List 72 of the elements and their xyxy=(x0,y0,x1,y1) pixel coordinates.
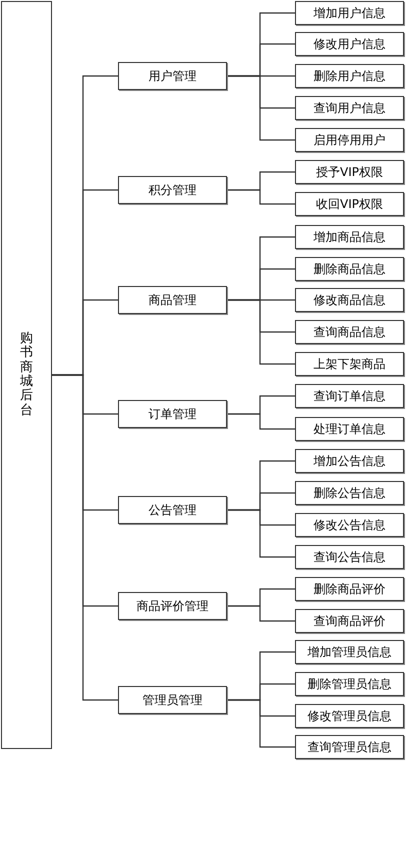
function-box xyxy=(295,545,404,569)
function-box xyxy=(295,384,404,408)
connector-line xyxy=(227,299,295,365)
node-label: 删除商品信息 xyxy=(314,261,386,278)
function-box xyxy=(295,449,404,473)
connector-line xyxy=(52,374,118,701)
function-box xyxy=(295,513,404,537)
module-box xyxy=(118,686,227,714)
module-box xyxy=(118,400,227,428)
node-label: 查询商品评价 xyxy=(314,613,386,630)
function-box xyxy=(295,735,404,759)
node-label: 商品管理 xyxy=(148,292,196,309)
connector-line xyxy=(227,605,295,622)
node-label: 删除管理员信息 xyxy=(308,676,392,693)
function-box xyxy=(295,577,404,601)
function-box xyxy=(295,192,404,216)
node-label: 修改商品信息 xyxy=(314,292,386,309)
node-label: 商品评价管理 xyxy=(136,598,208,615)
module-box xyxy=(118,592,227,620)
node-label: 查询管理员信息 xyxy=(308,739,392,756)
node-label: 增加商品信息 xyxy=(314,229,386,246)
node-label: 管理员管理 xyxy=(142,692,202,709)
function-box xyxy=(295,704,404,728)
node-label: 购书商城后台 xyxy=(20,332,33,418)
node-label: 处理订单信息 xyxy=(314,421,386,438)
node-label: 增加管理员信息 xyxy=(308,644,392,661)
connector-line xyxy=(227,75,295,141)
module-box xyxy=(118,496,227,524)
connector-line xyxy=(227,699,295,748)
connector-line xyxy=(227,509,295,558)
root-box xyxy=(1,1,52,749)
node-label: 查询商品信息 xyxy=(314,324,386,341)
function-box xyxy=(295,257,404,281)
function-box xyxy=(295,128,404,152)
node-label: 公告管理 xyxy=(148,502,196,519)
function-box xyxy=(295,1,404,25)
connector-line xyxy=(227,189,295,205)
node-label: 删除商品评价 xyxy=(314,581,386,598)
function-box xyxy=(295,160,404,184)
node-label: 用户管理 xyxy=(148,68,196,85)
node-label: 修改管理员信息 xyxy=(308,708,392,725)
node-label: 删除公告信息 xyxy=(314,485,386,502)
function-box xyxy=(295,352,404,376)
node-label: 修改用户信息 xyxy=(314,36,386,53)
node-label: 查询公告信息 xyxy=(314,549,386,566)
node-label: 增加公告信息 xyxy=(314,453,386,470)
node-label: 收回VIP权限 xyxy=(316,196,383,213)
module-box xyxy=(118,176,227,204)
function-box xyxy=(295,609,404,633)
node-label: 启用停用用户 xyxy=(314,132,386,149)
node-label: 增加用户信息 xyxy=(314,5,386,22)
function-box xyxy=(295,96,404,120)
module-box xyxy=(118,286,227,314)
function-box xyxy=(295,288,404,312)
module-box xyxy=(118,62,227,90)
node-label: 查询订单信息 xyxy=(314,388,386,405)
function-box xyxy=(295,481,404,505)
node-label: 修改公告信息 xyxy=(314,517,386,534)
node-label: 积分管理 xyxy=(148,182,196,199)
node-label: 查询用户信息 xyxy=(314,100,386,117)
function-box xyxy=(295,417,404,441)
node-label: 订单管理 xyxy=(148,406,196,423)
connector-line xyxy=(227,413,295,430)
function-box xyxy=(295,640,404,664)
node-label: 删除用户信息 xyxy=(314,68,386,85)
function-box xyxy=(295,320,404,344)
node-label: 上架下架商品 xyxy=(314,356,386,373)
function-box xyxy=(295,64,404,88)
function-box xyxy=(295,225,404,249)
function-box xyxy=(295,32,404,56)
node-label: 授予VIP权限 xyxy=(316,164,383,181)
function-box xyxy=(295,672,404,696)
